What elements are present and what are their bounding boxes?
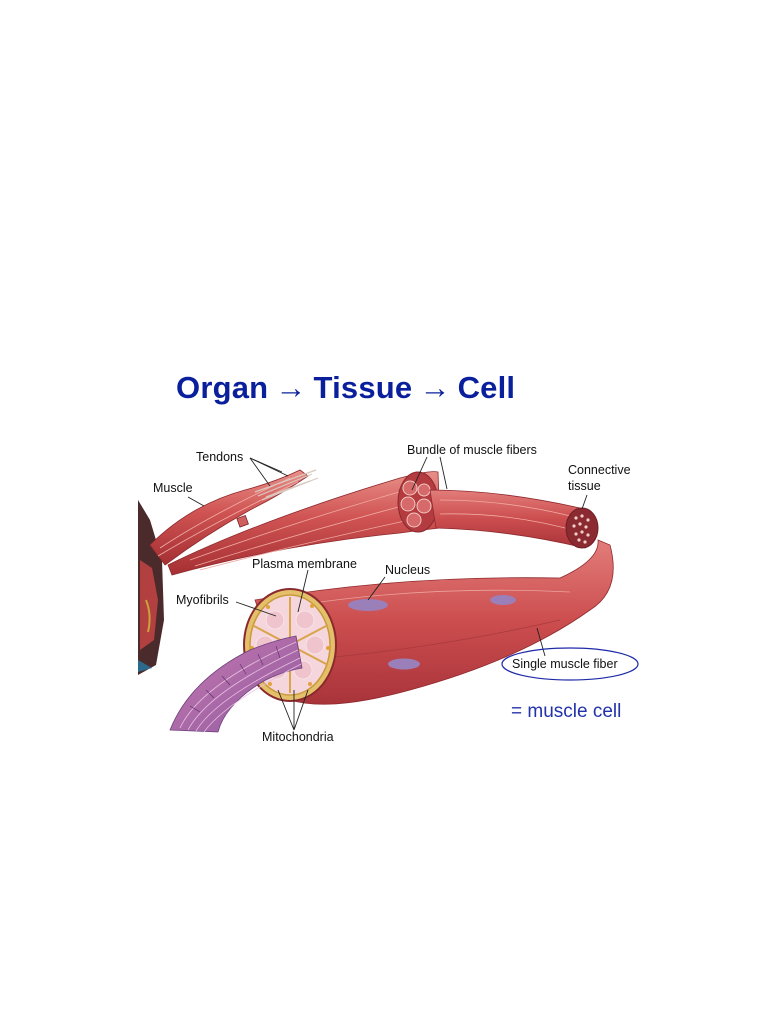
muscle-cell-annotation: = muscle cell bbox=[511, 701, 621, 722]
organ-fragment bbox=[138, 500, 164, 675]
label-connective-tissue-line2: tissue bbox=[568, 479, 601, 493]
label-mitochondria: Mitochondria bbox=[262, 730, 334, 744]
nucleus bbox=[348, 599, 388, 611]
label-plasma-membrane: Plasma membrane bbox=[252, 557, 357, 571]
label-tendons: Tendons bbox=[196, 450, 243, 464]
label-bundle-of-muscle-fibers: Bundle of muscle fibers bbox=[407, 443, 537, 457]
label-myofibrils: Myofibrils bbox=[176, 593, 229, 607]
label-muscle: Muscle bbox=[153, 481, 193, 495]
label-nucleus: Nucleus bbox=[385, 563, 430, 577]
nucleus bbox=[490, 595, 516, 605]
label-single-muscle-fiber: Single muscle fiber bbox=[512, 657, 618, 671]
label-connective-tissue-line1: Connective bbox=[568, 463, 631, 477]
nucleus bbox=[388, 659, 420, 670]
fiber-strand bbox=[430, 490, 598, 548]
